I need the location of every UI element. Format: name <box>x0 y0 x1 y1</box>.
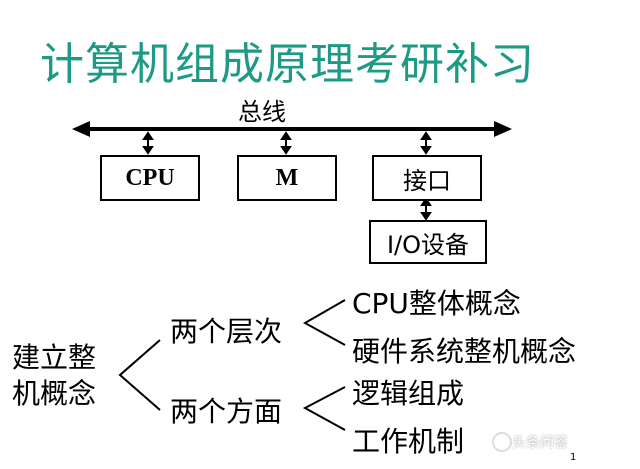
memory-bus-arrow <box>280 131 292 155</box>
interface-bus-arrow <box>420 131 432 155</box>
root-bracket <box>118 339 161 411</box>
aspects-item-logic: 逻辑组成 <box>352 377 465 410</box>
memory-box: M <box>237 155 337 201</box>
cpu-bus-arrow <box>142 131 154 155</box>
page-number: 1 <box>570 452 577 463</box>
concept-root-line2: 机概念 <box>12 377 97 410</box>
interface-box: 接口 <box>372 155 482 201</box>
aspects-item-mechanism: 工作机制 <box>352 425 465 458</box>
aspects-bracket <box>302 386 346 431</box>
io-device-box: I/O设备 <box>369 220 487 264</box>
levels-item-hardware: 硬件系统整机概念 <box>352 335 577 368</box>
levels-bracket <box>302 299 346 346</box>
concept-root-line1: 建立整 <box>12 341 97 374</box>
branch-levels: 两个层次 <box>170 315 283 348</box>
bus-arrow-left <box>72 121 90 137</box>
watermark-logo-icon <box>492 432 512 452</box>
bus-arrow-right <box>494 121 512 137</box>
bus-label: 总线 <box>238 98 286 126</box>
watermark: 头条问答 <box>512 435 568 451</box>
interface-io-arrow <box>420 197 432 221</box>
page-title: 计算机组成原理考研补习 <box>40 39 535 90</box>
branch-aspects: 两个方面 <box>170 395 283 428</box>
levels-item-cpu: CPU整体概念 <box>352 287 521 320</box>
cpu-box: CPU <box>100 155 200 201</box>
